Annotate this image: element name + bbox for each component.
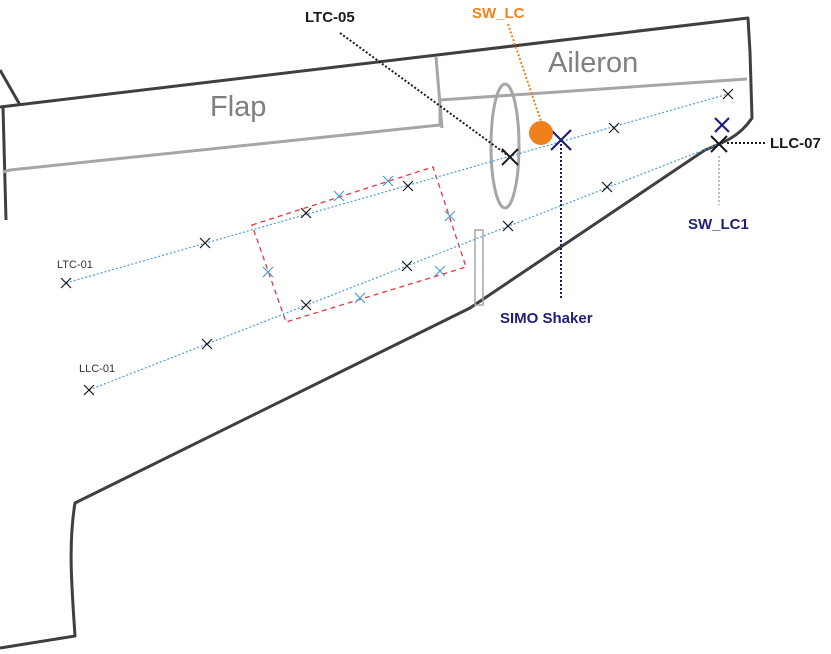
wing-outline bbox=[0, 16, 754, 650]
x-stroke bbox=[601, 181, 613, 193]
x-stroke bbox=[444, 210, 456, 222]
ltc-sensor-x-icon bbox=[722, 88, 734, 100]
measurement-lines bbox=[65, 93, 729, 391]
llc-sensor-x-icon bbox=[502, 220, 514, 232]
x-stroke bbox=[501, 148, 519, 166]
llc-sensor-x-icon bbox=[401, 260, 413, 272]
x-stroke bbox=[714, 117, 730, 133]
x-stroke bbox=[401, 260, 413, 272]
x-stroke bbox=[382, 175, 394, 187]
x-stroke bbox=[354, 292, 366, 304]
aileron-hinge-line bbox=[2, 77, 748, 174]
aileron-label: Aileron bbox=[548, 47, 638, 79]
llc07-callout: LLC-07 bbox=[770, 135, 821, 152]
ltc-sensor-x-icon bbox=[382, 175, 394, 187]
llc-sensor-x-icon bbox=[83, 384, 95, 396]
ltc-sensor-x-icon bbox=[608, 122, 620, 134]
ltc05-leader bbox=[339, 32, 511, 158]
x-stroke bbox=[333, 190, 345, 202]
llc-sensor-x-icon bbox=[300, 299, 312, 311]
x-stroke bbox=[608, 122, 620, 134]
x-stroke bbox=[199, 237, 211, 249]
llc07-sensor-x-icon bbox=[710, 135, 728, 153]
x-stroke bbox=[262, 266, 274, 278]
wing-root-notch bbox=[0, 69, 22, 106]
x-stroke bbox=[83, 384, 95, 396]
flap-label: Flap bbox=[210, 91, 266, 123]
x-stroke bbox=[201, 338, 213, 350]
x-stroke bbox=[300, 207, 312, 219]
llc-sensor-x-icon bbox=[201, 338, 213, 350]
x-stroke bbox=[722, 88, 734, 100]
ltc-sensor-x-icon bbox=[60, 277, 72, 289]
sw-lc-callout: SW_LC bbox=[472, 5, 525, 22]
sw-lc1-callout: SW_LC1 bbox=[688, 216, 749, 233]
llc-01-label: LLC-01 bbox=[79, 363, 115, 375]
x-stroke bbox=[710, 135, 728, 153]
x-stroke bbox=[60, 277, 72, 289]
ltc-sensor-x-icon bbox=[402, 180, 414, 192]
wing-root-edge bbox=[1, 106, 8, 221]
sw-lc-marker bbox=[529, 121, 553, 145]
control-surfaces bbox=[2, 56, 748, 174]
llc-sensor-x-icon bbox=[434, 265, 446, 277]
simo-shaker-callout: SIMO Shaker bbox=[500, 310, 593, 327]
sw-lc1-marker-x-icon bbox=[714, 117, 730, 133]
x-stroke bbox=[434, 265, 446, 277]
ltc-01-label: LTC-01 bbox=[57, 259, 93, 271]
llc-sensor-x-icon bbox=[354, 292, 366, 304]
zone-sensor-x-icon bbox=[444, 210, 456, 222]
survey-zone bbox=[251, 166, 467, 323]
x-stroke bbox=[402, 180, 414, 192]
ltc05-sensor-x-icon bbox=[501, 148, 519, 166]
sw-lc-leader bbox=[507, 23, 542, 122]
ltc-sensor-x-icon bbox=[333, 190, 345, 202]
leader-lines bbox=[339, 23, 767, 300]
zone-sensor-x-icon bbox=[262, 266, 274, 278]
shaker-stinger-ellipse bbox=[489, 82, 521, 210]
wing-trailing-edge bbox=[0, 16, 754, 650]
x-stroke bbox=[502, 220, 514, 232]
llc-sensor-x-icon bbox=[601, 181, 613, 193]
ltc05-callout: LTC-05 bbox=[305, 9, 355, 26]
x-stroke bbox=[300, 299, 312, 311]
sensor-layer bbox=[60, 88, 734, 396]
support-strut bbox=[474, 229, 484, 306]
ltc-sensor-x-icon bbox=[199, 237, 211, 249]
ltc-sensor-x-icon bbox=[300, 207, 312, 219]
llc-measurement-line bbox=[88, 143, 720, 391]
ltc-measurement-line bbox=[65, 93, 729, 284]
flap-aileron-divider bbox=[434, 56, 444, 129]
